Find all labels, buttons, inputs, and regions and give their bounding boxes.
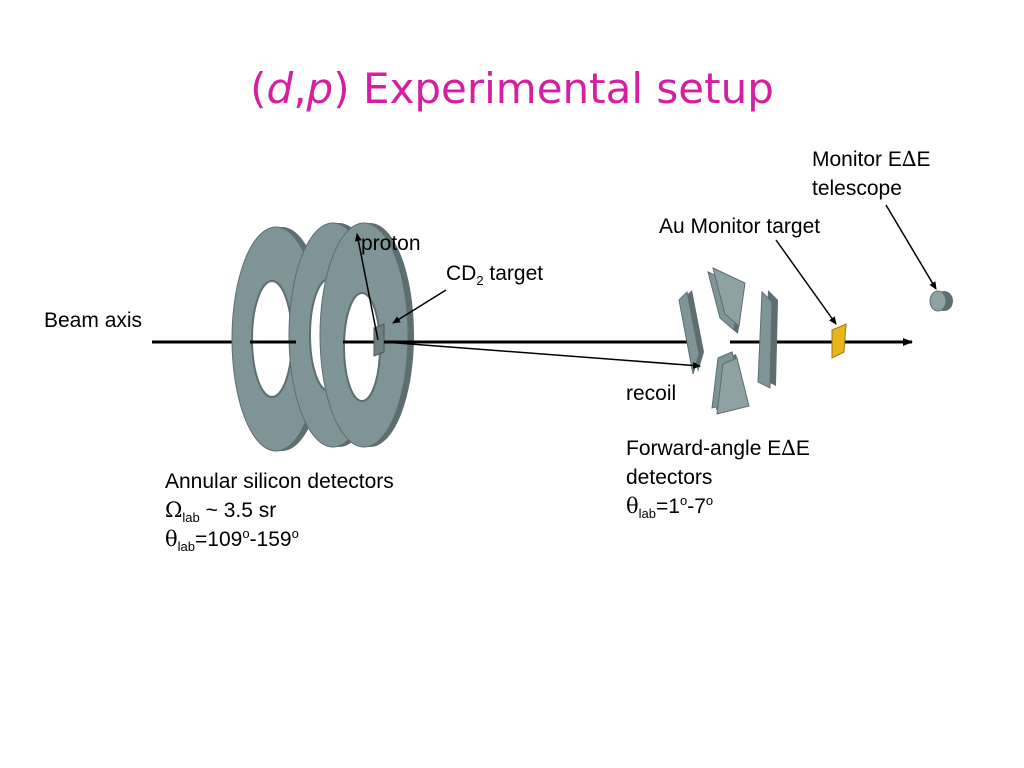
omega-value: ~ 3.5 sr — [199, 499, 277, 522]
theta-symbol: θ — [165, 527, 178, 551]
delta-symbol: ∆ — [781, 436, 796, 460]
proton-trajectory-arrow — [354, 233, 379, 341]
monitor-telescope-line1: Monitor E∆E — [812, 145, 931, 174]
cd2-prefix: CD — [446, 262, 477, 285]
title-comma: , — [293, 64, 307, 113]
forward-line2: detectors — [626, 466, 713, 489]
theta-subscript: lab — [638, 506, 657, 522]
forward-detector-bottom — [711, 351, 750, 415]
monitor-telescope-line2: telescope — [812, 177, 902, 200]
monitor-e-text: Monitor E — [812, 148, 902, 171]
theta-a: =1 — [656, 495, 680, 518]
forward-detectors-label: Forward-angle E∆E detectors θlab=1o-7o — [626, 434, 810, 521]
slide-title: (d,p) Experimental setup — [0, 64, 1024, 113]
cd2-suffix: target — [483, 262, 544, 285]
theta-a: =109 — [195, 528, 243, 551]
title-paren-open: ( — [250, 64, 267, 113]
telescope-pointer-arrow — [885, 204, 937, 290]
forward-theta-range: θlab=1o-7o — [626, 492, 810, 521]
theta-subscript: lab — [177, 539, 196, 555]
forward-detector-left — [678, 290, 704, 375]
recoil-label: recoil — [626, 382, 677, 405]
theta-sup-b: o — [291, 526, 299, 541]
omega-symbol: Ω — [165, 498, 183, 522]
forward-line1: Forward-angle E∆E — [626, 434, 810, 463]
annular-solid-angle: Ωlab ~ 3.5 sr — [165, 496, 394, 525]
monitor-e-suffix: E — [916, 148, 931, 171]
theta-symbol: θ — [626, 494, 639, 518]
au-target-pointer-arrow — [775, 239, 837, 325]
annular-theta-range: θlab=109o-159o — [165, 525, 394, 554]
title-d: d — [266, 64, 294, 113]
theta-sup-a: o — [242, 526, 250, 541]
delta-symbol: ∆ — [901, 147, 917, 171]
forward-prefix: Forward-angle E — [626, 437, 782, 460]
annular-detectors-label: Annular silicon detectors Ωlab ~ 3.5 sr … — [165, 467, 394, 554]
proton-label: proton — [361, 232, 421, 255]
theta-sup-b: o — [705, 493, 714, 508]
forward-detector-top — [707, 267, 746, 334]
theta-b: -7 — [687, 495, 706, 518]
monitor-telescope-label: Monitor E∆E telescope — [812, 145, 931, 203]
title-rest: ) Experimental setup — [333, 64, 774, 113]
cd2-subscript: 2 — [476, 273, 484, 289]
recoil-trajectory-arrow — [383, 341, 701, 369]
omega-subscript: lab — [182, 510, 200, 526]
title-p: p — [306, 64, 334, 113]
forward-suffix: E — [795, 437, 810, 460]
cd2-target-pointer-arrow — [392, 289, 447, 324]
theta-sup-a: o — [679, 493, 688, 508]
annular-detector-ring-3 — [319, 222, 414, 448]
beam-axis-label: Beam axis — [44, 309, 143, 332]
theta-b: -159 — [249, 528, 292, 551]
monitor-telescope — [929, 290, 953, 312]
forward-detector-right — [757, 290, 778, 389]
cd2-target-label: CD2 target — [446, 259, 543, 288]
annular-line1: Annular silicon detectors — [165, 470, 394, 493]
au-monitor-target — [831, 323, 847, 359]
au-monitor-target-label: Au Monitor target — [659, 215, 821, 238]
